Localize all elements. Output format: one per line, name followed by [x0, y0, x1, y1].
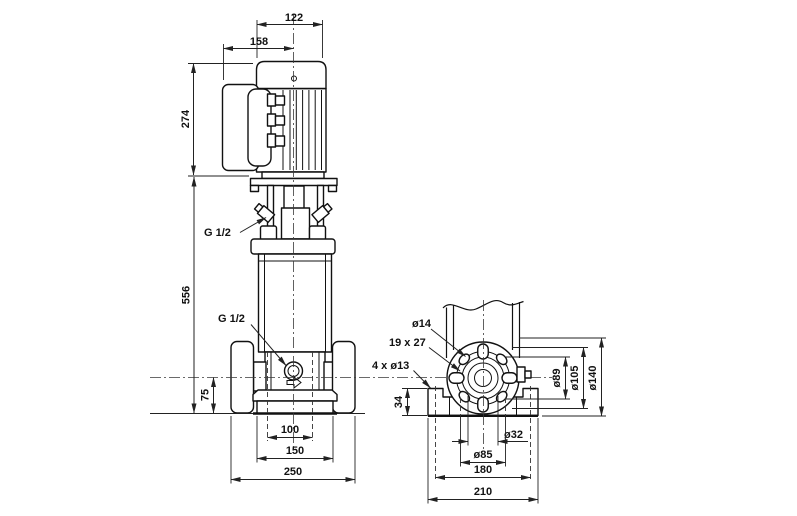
coupling [283, 185, 305, 211]
dim-210-base-length: 210 [474, 486, 492, 498]
bolt-slot-left [448, 372, 465, 384]
bolt-hole-se [495, 390, 508, 403]
dim-o89-raised-face: ø89 [551, 369, 563, 388]
dim-o32-bore: ø32 [504, 429, 523, 441]
bolt-hole-ne [495, 353, 508, 366]
base-body [256, 400, 334, 415]
stool-tab-right [327, 184, 338, 193]
right-view-dimensions: ø14 19 x 27 4 x ø13 34 ø32 ø85 180 [372, 318, 606, 504]
dim-180-hole-spacing: 180 [474, 464, 492, 476]
dim-150-base-width: 150 [286, 445, 304, 457]
motor [221, 60, 338, 193]
right-view-side: ø14 19 x 27 4 x ø13 34 ø32 ø85 180 [372, 299, 606, 504]
dim-34-base-height: 34 [393, 395, 405, 408]
terminal-box-cover [247, 88, 272, 167]
lifting-eye [291, 75, 297, 82]
dim-250-port-to-port: 250 [284, 466, 302, 478]
label-drain-plug-g12: G 1/2 [218, 313, 245, 325]
plug-boss-left [259, 225, 278, 241]
bolt-slot-top [477, 343, 489, 360]
dim-100-base-inner: 100 [281, 424, 299, 436]
dim-o140-flange-od: ø140 [587, 365, 599, 390]
left-view-dimensions: 122 158 274 556 75 100 150 250 G 1/2 [180, 12, 356, 484]
bolt-slot-bottom [477, 396, 489, 413]
label-hole-dia-o14: ø14 [412, 318, 432, 330]
vent-plug-right [311, 202, 333, 224]
motor-top-cap [255, 60, 327, 90]
shaft-circle [474, 369, 492, 387]
dim-158-motor-offset: 158 [250, 36, 268, 48]
bore-circle [467, 362, 499, 394]
dim-122-motor-width: 122 [285, 12, 303, 24]
pump-column [257, 253, 333, 353]
pump-head [250, 184, 336, 255]
dim-274-motor-height: 274 [180, 109, 192, 128]
side-plug-pin [524, 370, 532, 379]
left-view-elevation: 122 158 274 556 75 100 150 250 G 1/2 [150, 12, 552, 484]
dim-556-pump-height: 556 [181, 286, 193, 304]
stool-tab-left [249, 184, 260, 193]
dim-75-port-height: 75 [200, 389, 212, 401]
side-plug-body [516, 366, 526, 383]
head-block [280, 207, 311, 240]
label-vent-plug-g12: G 1/2 [204, 227, 231, 239]
broken-column [442, 299, 524, 358]
suction-neck [252, 361, 267, 392]
motor-flange [261, 171, 325, 180]
head-flange-band [250, 238, 336, 255]
outer-sleeve [257, 253, 333, 353]
plug-boss-right [308, 225, 327, 241]
break-line [442, 299, 524, 311]
dim-o105-bolt-circle: ø105 [569, 365, 581, 390]
port-flange-face [446, 341, 532, 415]
flow-direction-arrow [286, 375, 302, 390]
bolt-slot-right [501, 372, 518, 384]
cable-glands [266, 93, 286, 148]
pump-base [150, 389, 365, 415]
label-slot-19x27: 19 x 27 [389, 337, 426, 349]
base-top-band [252, 389, 338, 402]
bolt-hole-sw [458, 390, 471, 403]
dim-o85-seat: ø85 [474, 449, 493, 461]
label-base-holes-4xo13: 4 x ø13 [372, 360, 409, 372]
